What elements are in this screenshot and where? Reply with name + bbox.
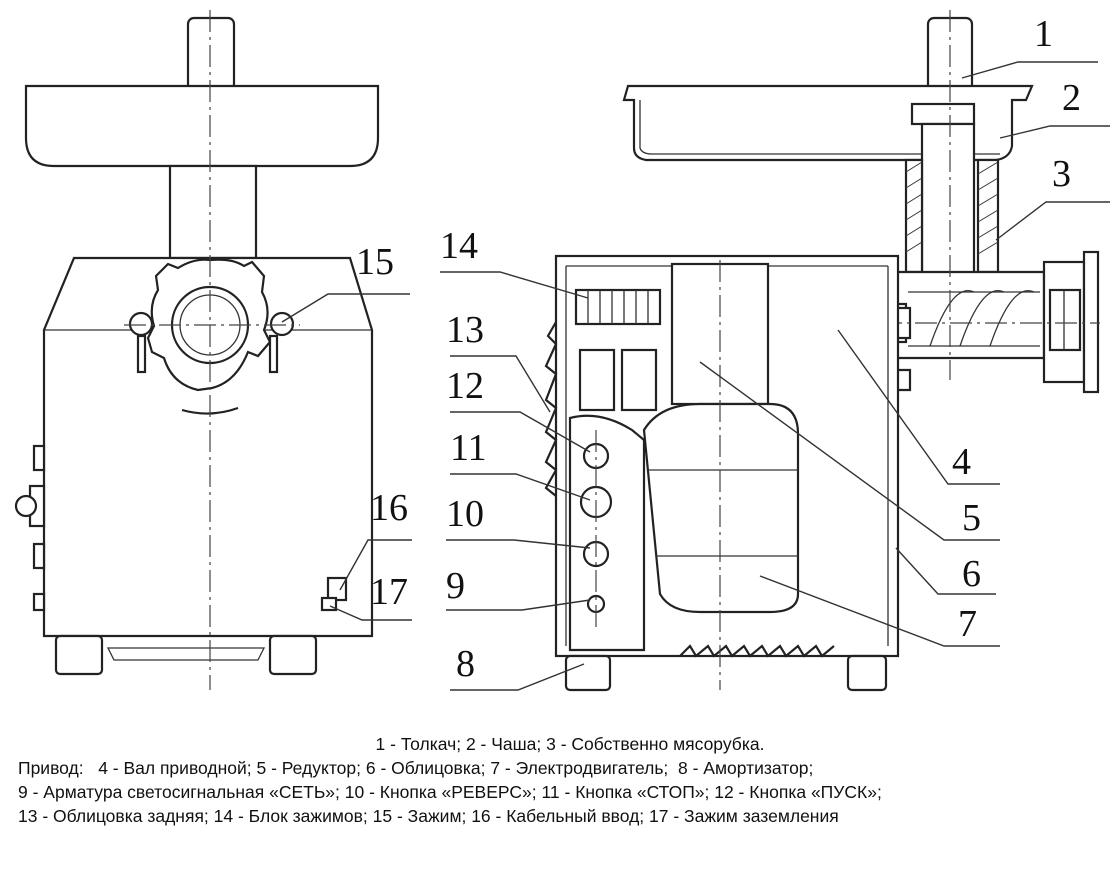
callout-13: 13 xyxy=(446,309,484,351)
caption-line-3: 9 - Арматура светосигнальная «СЕТЬ»; 10 … xyxy=(18,782,882,802)
callout-16: 16 xyxy=(370,487,408,529)
callout-labels: 1 2 3 4 5 6 7 8 9 10 11 12 13 14 15 16 1… xyxy=(356,13,1081,685)
callout-10: 10 xyxy=(446,493,484,535)
callout-5: 5 xyxy=(962,497,981,539)
callout-15: 15 xyxy=(356,241,394,283)
callout-3: 3 xyxy=(1052,153,1071,195)
leader-lines xyxy=(281,61,1110,691)
callout-14: 14 xyxy=(440,225,478,267)
callout-2: 2 xyxy=(1062,77,1081,119)
front-view xyxy=(14,10,380,690)
legend-caption: 1 - Толкач; 2 - Чаша; 3 - Собственно мяс… xyxy=(0,732,1120,828)
callout-1: 1 xyxy=(1034,13,1053,55)
callout-12: 12 xyxy=(446,365,484,407)
callout-11: 11 xyxy=(450,427,487,469)
callout-4: 4 xyxy=(952,441,971,483)
side-section xyxy=(544,10,1100,692)
caption-line-2: Привод: 4 - Вал приводной; 5 - Редуктор;… xyxy=(18,758,814,778)
caption-line-1: 1 - Толкач; 2 - Чаша; 3 - Собственно мяс… xyxy=(375,734,765,754)
callout-8: 8 xyxy=(456,643,475,685)
caption-line-4: 13 - Облицовка задняя; 14 - Блок зажимов… xyxy=(18,806,839,826)
callout-6: 6 xyxy=(962,553,981,595)
callout-7: 7 xyxy=(958,603,977,645)
callout-17: 17 xyxy=(370,571,408,613)
callout-9: 9 xyxy=(446,565,465,607)
meat-grinder-drawing: 1 2 3 4 5 6 7 8 9 10 11 12 13 14 15 16 1… xyxy=(14,10,1110,692)
